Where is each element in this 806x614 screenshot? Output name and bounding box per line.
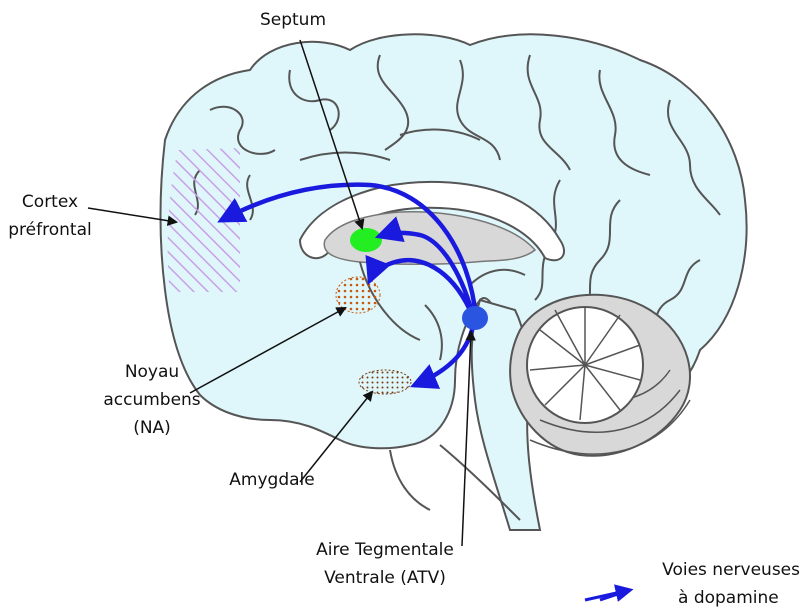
label-atv-line1: Aire Tegmentale	[290, 536, 480, 564]
label-cortex-line2: préfrontal	[0, 216, 100, 244]
vta-dot	[462, 306, 488, 330]
label-cortex-prefrontal: Cortex préfrontal	[0, 188, 100, 244]
label-septum-text: Septum	[248, 6, 338, 34]
label-amygdale-text: Amygdale	[222, 466, 322, 494]
label-atv-line2: Ventrale (ATV)	[290, 564, 480, 592]
legend-arrow-icon	[585, 590, 630, 600]
label-noyau-line2: accumbens	[92, 386, 212, 414]
septum-region	[350, 228, 382, 252]
prefrontal-cortex-region	[168, 148, 240, 292]
nucleus-accumbens-region	[336, 277, 380, 313]
label-cortex-line1: Cortex	[0, 188, 100, 216]
label-noyau-line1: Noyau	[92, 358, 212, 386]
label-noyau-accumbens: Noyau accumbens (NA)	[92, 358, 212, 442]
legend: Voies nerveuses à dopamine	[628, 556, 806, 612]
label-aire-tegmentale: Aire Tegmentale Ventrale (ATV)	[290, 536, 480, 592]
pointer-atv	[462, 332, 471, 546]
legend-line2: à dopamine	[628, 584, 806, 612]
cerebellum	[510, 295, 690, 456]
amygdala-region	[359, 370, 411, 394]
label-noyau-line3: (NA)	[92, 414, 212, 442]
legend-line1: Voies nerveuses	[628, 556, 806, 584]
label-amygdale: Amygdale	[222, 466, 322, 494]
label-septum: Septum	[248, 6, 338, 34]
